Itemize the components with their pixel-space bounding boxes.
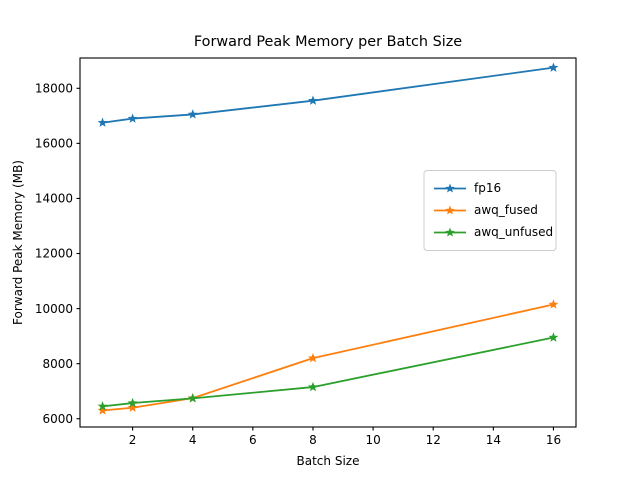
x-axis-label: Batch Size: [297, 454, 360, 468]
legend-box: [423, 170, 557, 251]
y-tick-label: 14000: [35, 192, 73, 206]
x-tick-label: 8: [309, 433, 317, 447]
x-tick-label: 6: [249, 433, 257, 447]
data-point-marker: [127, 113, 138, 123]
y-tick-label: 10000: [35, 302, 73, 316]
legend-label-fp16[interactable]: fp16: [474, 181, 501, 195]
data-point-marker: [97, 405, 108, 415]
legend-marker-awq_unfused: [445, 227, 455, 237]
data-point-marker: [308, 352, 318, 363]
x-tick-label: 2: [129, 433, 137, 447]
chart-title: Forward Peak Memory per Batch Size: [194, 34, 462, 50]
axes-frame: [79, 57, 577, 428]
data-point-marker: [187, 393, 198, 403]
y-tick-label: 8000: [42, 357, 73, 371]
x-tick-label: 14: [486, 433, 501, 447]
x-axis-ticks: 2 4 6 8 10 12 14 16: [129, 427, 561, 447]
data-point-marker: [97, 401, 108, 411]
y-tick-label: 18000: [35, 81, 73, 95]
legend-marker-fp16: [445, 183, 455, 193]
axes-spines: [79, 57, 577, 428]
chart-legend[interactable]: fp16 awq_fused awq_unfused: [423, 170, 557, 251]
data-point-marker: [548, 62, 559, 72]
data-point-marker: [97, 117, 108, 127]
data-point-marker: [548, 332, 559, 342]
legend-marker-awq_fused: [445, 205, 455, 215]
data-point-marker: [187, 109, 198, 119]
series-awq_unfused: [97, 332, 559, 411]
y-tick-label: 6000: [42, 412, 73, 426]
series-fp16: [97, 62, 559, 127]
legend-label-awq_unfused[interactable]: awq_unfused: [474, 225, 553, 239]
x-tick-label: 12: [426, 433, 441, 447]
data-point-marker: [308, 381, 318, 392]
y-axis-ticks: 6000 8000 10000 12000 14000 16000 18000: [35, 81, 80, 426]
data-point-marker: [127, 397, 138, 408]
y-axis-label: Forward Peak Memory (MB): [11, 160, 25, 325]
legend-label-awq_fused[interactable]: awq_fused: [474, 203, 538, 217]
data-point-marker: [308, 95, 318, 105]
x-tick-label: 4: [189, 433, 197, 447]
y-tick-label: 12000: [35, 247, 73, 261]
y-tick-label: 16000: [35, 137, 73, 151]
x-tick-label: 16: [546, 433, 561, 447]
x-tick-label: 10: [365, 433, 380, 447]
data-point-marker: [548, 299, 559, 309]
data-point-marker: [127, 402, 138, 412]
data-series-layer: [97, 62, 559, 415]
